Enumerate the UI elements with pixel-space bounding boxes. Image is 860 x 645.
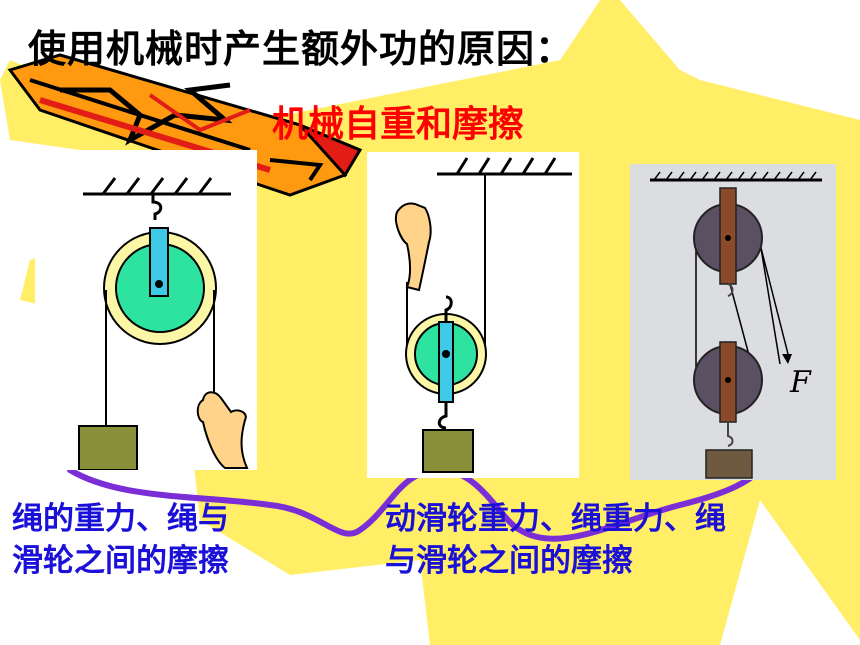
weight-block [78, 425, 138, 470]
weight-block [422, 429, 474, 473]
hook-icon [727, 283, 734, 297]
hook-icon [444, 295, 453, 322]
hand-icon [395, 202, 432, 292]
caption-right-line2: 与滑轮之间的摩擦 [385, 543, 633, 579]
weight-block [705, 449, 753, 479]
rope-pull [759, 243, 789, 355]
ceiling-hatching [455, 157, 557, 175]
hook-icon [437, 402, 448, 430]
pulley-block-diagram: F [630, 164, 836, 480]
fixed-pulley-diagram [35, 150, 257, 470]
pulley-axle-bracket [438, 321, 454, 403]
rope [759, 241, 781, 365]
slide-title: 使用机械时产生额外功的原因： [28, 27, 575, 71]
hook-icon [151, 194, 163, 220]
slide-subtitle: 机械自重和摩擦 [272, 104, 525, 145]
ceiling-hatching [653, 171, 817, 181]
hook-icon [727, 422, 734, 447]
rope [729, 283, 751, 360]
caption-right-line1: 动滑轮重力、绳重力、绳 [385, 501, 726, 537]
pencil-decoration [7, 53, 363, 197]
ceiling-hatching [101, 177, 213, 195]
pulley-axle-bracket [149, 227, 169, 297]
hand-icon [196, 391, 249, 469]
caption-left-line1: 绳的重力、绳与 [12, 501, 229, 537]
force-arrow-icon [782, 354, 792, 364]
movable-pulley-diagram [367, 152, 579, 478]
caption-left: 绳的重力、绳与 滑轮之间的摩擦 [12, 498, 229, 582]
caption-right: 动滑轮重力、绳重力、绳 与滑轮之间的摩擦 [385, 498, 726, 582]
caption-left-line2: 滑轮之间的摩擦 [12, 543, 229, 579]
force-label: F [789, 365, 812, 400]
